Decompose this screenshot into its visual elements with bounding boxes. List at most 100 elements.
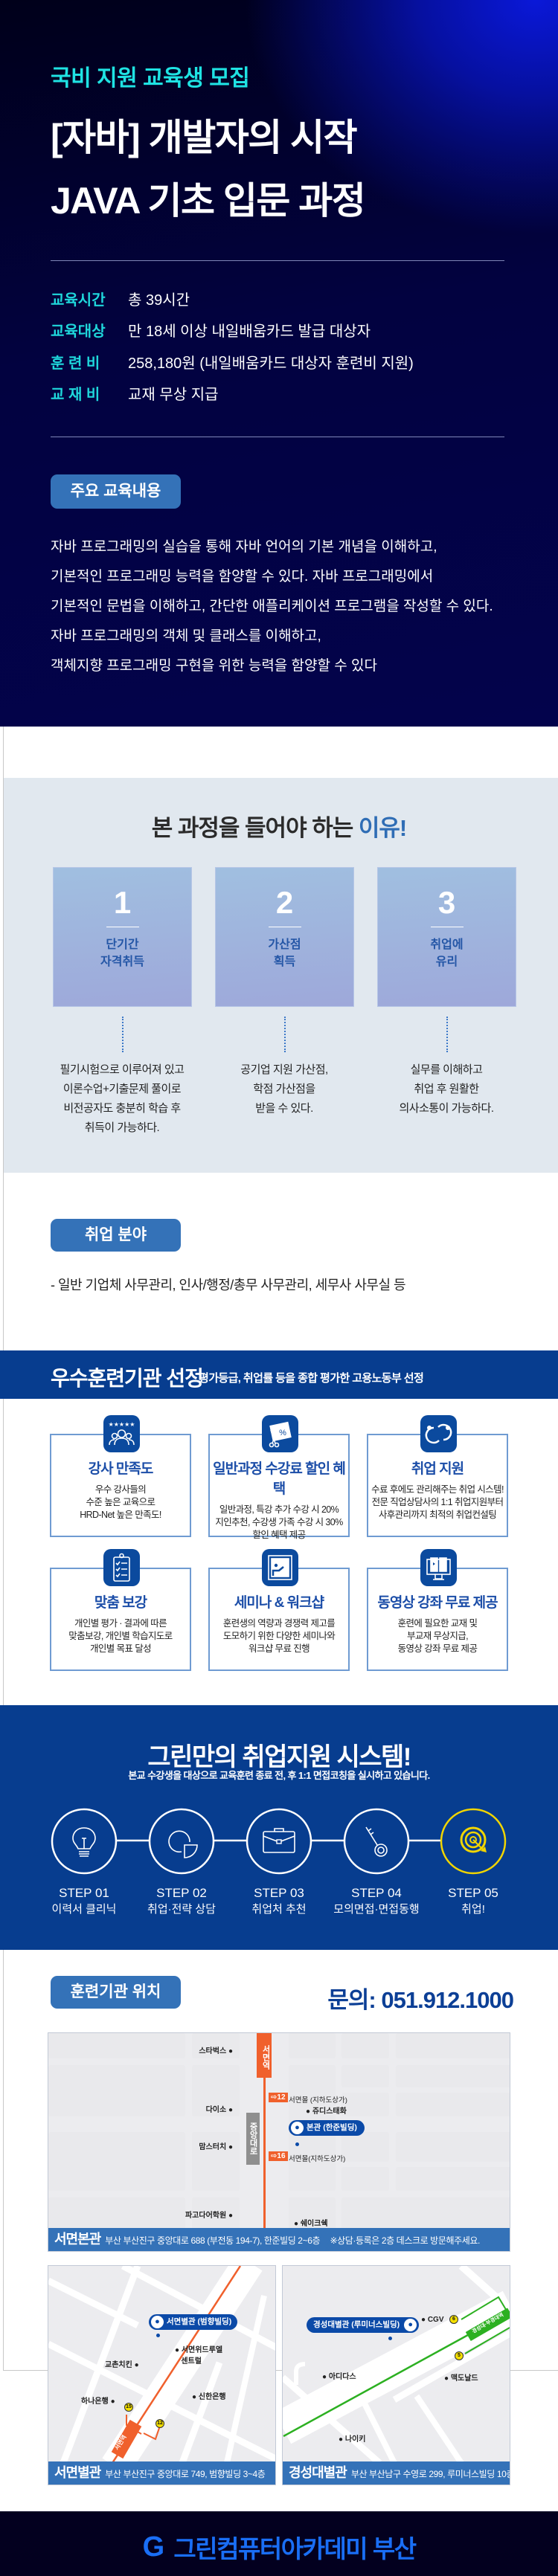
- step-number: STEP 03: [254, 1886, 304, 1900]
- reason-number: 2: [275, 885, 294, 920]
- step-label: 취업·전략 상담: [147, 1903, 216, 1916]
- desc-line: 공기업 지원 가산점,: [240, 1063, 328, 1076]
- subway-line: [263, 2033, 266, 2234]
- caption-address: 부산 부산진구 중앙대로 688 (부전동 194-7), 한준빌딩 2~6층: [105, 2235, 321, 2246]
- desc-line: HRD-Net 높은 만족도!: [80, 1510, 161, 1520]
- main-campus-map[interactable]: 서면역 중앙대로 스타벅스 ● 다이소 ● 맘스터치 ● 파고다어학원 ● ● …: [48, 2032, 510, 2252]
- divider: [51, 260, 504, 261]
- desc-line: 필기시험으로 이루어져 있고: [60, 1063, 185, 1076]
- caption-title: 서면별관: [54, 2465, 101, 2480]
- description-line: 객체지향 프로그래밍 구현을 위한 능력을 함양할 수 있다: [51, 658, 377, 674]
- excellence-title: 우수훈련기관 선정: [51, 1367, 204, 1390]
- feature-title: 취업 지원: [411, 1461, 464, 1477]
- map-pin-icon: ●: [151, 2316, 164, 2328]
- reason-label-line: 자격취득: [100, 956, 144, 968]
- location-dot: [295, 2142, 299, 2146]
- step-item: STEP 01 이력서 클리닉: [36, 1885, 132, 1918]
- desc-line: 부교재 무상지급,: [406, 1631, 469, 1641]
- info-value: 교재 무상 지급: [128, 387, 219, 403]
- reason-label-line: 취업에: [430, 938, 464, 951]
- caption-title: 서면본관: [54, 2232, 101, 2247]
- campus-pin[interactable]: 경성대별관 (루미너스빌딩)●: [307, 2317, 420, 2333]
- step-label: 모의면접·면접동행: [333, 1903, 420, 1916]
- desc-line: 워크샵 무료 진행: [248, 1643, 310, 1654]
- step-label: 이력서 클리닉: [51, 1903, 117, 1916]
- video-lecture-icon: [420, 1549, 457, 1586]
- dotted-connector: [122, 1017, 124, 1052]
- step-number: STEP 04: [351, 1886, 402, 1900]
- brand-name[interactable]: 그린컴퓨터아카데미 부산: [173, 2535, 417, 2563]
- description-line: 기본적인 프로그래밍 능력을 함양할 수 있다. 자바 프로그래밍에서: [51, 569, 434, 585]
- reasons-title-highlight: 이유!: [358, 815, 407, 841]
- job-support-system-section: [0, 1705, 558, 1950]
- feature-title: 강사 만족도: [88, 1461, 154, 1477]
- feature-title: 세미나 & 워크샵: [234, 1595, 324, 1611]
- desc-line: 수료 후에도 관리해주는 취업 시스템!: [371, 1484, 504, 1495]
- map-roads: [48, 2266, 275, 2463]
- reason-label-line: 획득: [273, 956, 296, 968]
- kyungsung-campus-map[interactable]: 경성대·부경대역 6 5 경성대별관 (루미너스빌딩)● ● CGV ● 아디다…: [282, 2265, 510, 2485]
- map-pin-icon: ●: [291, 2122, 304, 2134]
- desc-line: 받을 수 있다.: [255, 1102, 313, 1115]
- hero-section: [0, 0, 558, 727]
- step-number: STEP 01: [59, 1886, 109, 1900]
- campus-pin[interactable]: ●본관 (한준빌딩): [289, 2120, 365, 2136]
- landmark: ● 서면위드루엘 센트럴: [175, 2346, 223, 2366]
- map-caption: 서면본관 부산 부산진구 중앙대로 688 (부전동 194-7), 한준빌딩 2…: [48, 2228, 510, 2251]
- exit-badge: 5: [455, 2351, 464, 2360]
- excellence-banner: [0, 1350, 558, 1399]
- location-dot: [156, 2334, 160, 2337]
- desc-line: 지인추천, 수강생 가족 수강 시 30%: [215, 1517, 343, 1527]
- desc-line: 취업 후 원활한: [414, 1083, 479, 1095]
- hero-eyebrow: 국비 지원 교육생 모집: [51, 66, 250, 91]
- landmark: 맘스터치 ●: [199, 2143, 233, 2151]
- reason-label-line: 유리: [435, 956, 458, 968]
- dotted-connector: [284, 1017, 286, 1052]
- step-label: 취업!: [461, 1903, 485, 1916]
- brand-logo-icon: G: [142, 2531, 165, 2563]
- desc-line: 훈련생의 역량과 경쟁력 제고를: [222, 1618, 336, 1629]
- checklist-icon: [103, 1549, 140, 1586]
- desc-line: 학점 가산점을: [253, 1083, 315, 1095]
- landmark: 교촌치킨 ●: [105, 2361, 139, 2369]
- svg-text:%: %: [279, 1429, 286, 1437]
- info-value: 만 18세 이상 내일배움카드 발급 대상자: [128, 323, 371, 340]
- excellence-subtitle: 평가등급, 취업률 등을 종합 평가한 고용노동부 선정: [199, 1372, 424, 1385]
- landmark: ● CGV: [421, 2316, 444, 2324]
- desc-line: 사후관리까지 최적의 취업컨설팅: [378, 1510, 497, 1520]
- reasons-title: 본 과정을 들어야 하는 이유!: [0, 809, 558, 843]
- exit-badge: ⇨16: [269, 2151, 288, 2161]
- exit-badge: ⇨12: [269, 2093, 288, 2102]
- rated-instructors-icon: ★★★★★: [103, 1415, 140, 1452]
- pie-chart-icon: [148, 1808, 215, 1875]
- content-frame-border: [3, 2370, 558, 2371]
- campus-pin[interactable]: ●서면별관 (범향빌딩): [149, 2314, 238, 2330]
- desc-line: 도모하기 위한 다양한 세미나와: [222, 1631, 336, 1641]
- desc-line: 비전공자도 충분히 학습 후: [63, 1102, 181, 1115]
- landmark: 스타벅스 ●: [199, 2047, 233, 2055]
- landmark: 다이소 ●: [205, 2106, 233, 2114]
- map-pin-icon: ●: [404, 2319, 417, 2331]
- landmark: ● 아디다스: [322, 2373, 356, 2381]
- desc-line: 일반과정, 특강 추가 수강 시 20%: [219, 1504, 339, 1515]
- caption-title: 경성대별관: [289, 2465, 347, 2480]
- step-number: STEP 02: [156, 1886, 207, 1900]
- contact-phone[interactable]: 문의: 051.912.1000: [327, 1987, 514, 2013]
- system-subtitle: 본교 수강생을 대상으로 교육훈련 종료 전, 후 1:1 면접코칭을 실시하고…: [128, 1770, 430, 1781]
- reason-number: 3: [437, 885, 456, 920]
- caption-note: ※상담·등록은 2층 데스크로 방문해주세요.: [330, 2235, 480, 2246]
- description-line: 자바 프로그래밍의 실습을 통해 자바 언어의 기본 개념을 이해하고,: [51, 539, 437, 555]
- annex-campus-map[interactable]: 서면역 15 12 ●서면별관 (범향빌딩) 교촌치킨 ● ● 서면위드루엘 센…: [48, 2265, 276, 2485]
- content-frame-border: [3, 727, 4, 2370]
- lightbulb-icon: [51, 1808, 118, 1875]
- course-description: 자바 프로그래밍의 실습을 통해 자바 언어의 기본 개념을 이해하고, 기본적…: [51, 532, 493, 681]
- info-value: 총 39시간: [128, 292, 190, 309]
